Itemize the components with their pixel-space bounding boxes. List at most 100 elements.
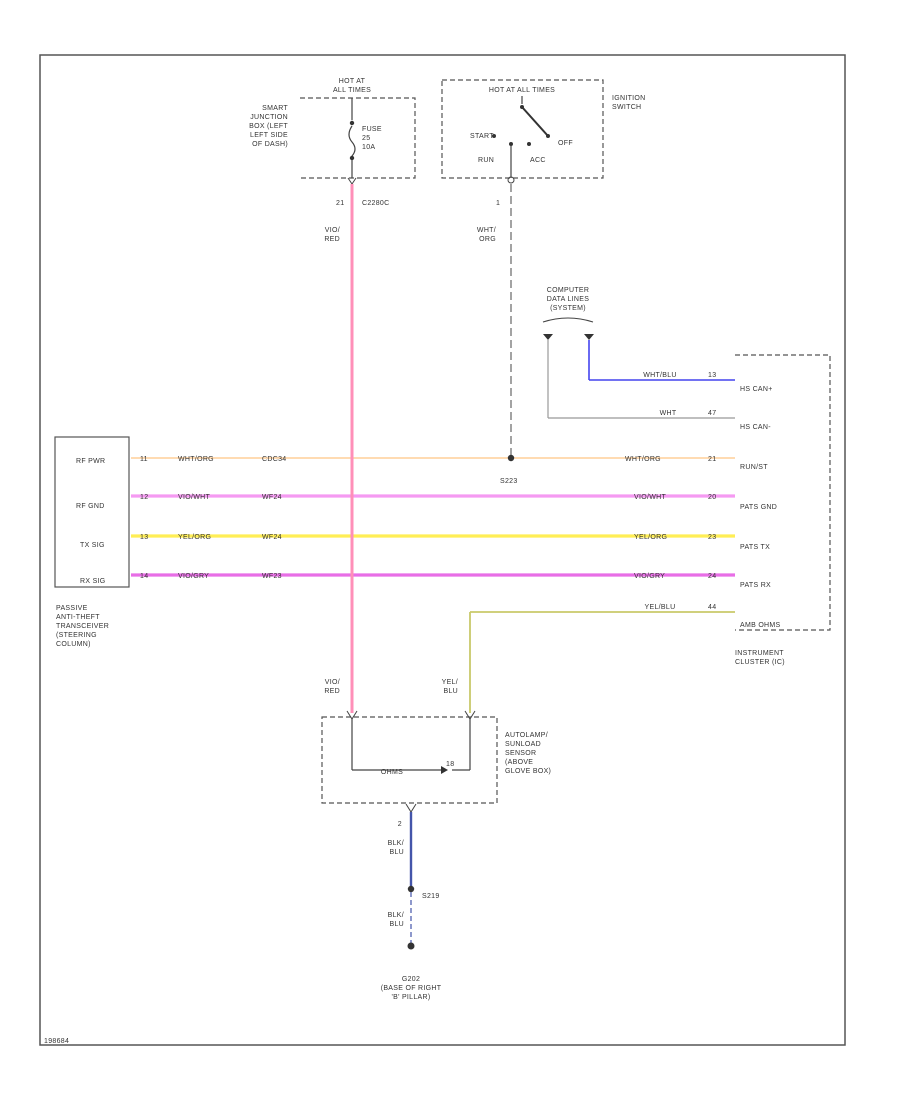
ignition-pos-off: OFF [558,140,573,147]
cluster-pin-amb-ohms: AMB OHMS [740,622,781,629]
wire-3-right-color: YEL/ORG [634,534,667,541]
cluster-pin-hs-can-plus: HS CAN+ [740,386,773,393]
wire-3-right-pin: 23 [708,534,716,541]
wire-1-right-pin: 21 [708,456,716,463]
wire-2-left-pin: 12 [140,494,148,501]
ignition-wire-color-1: WHT/ [477,227,496,234]
ignition-pos-start: START [470,133,494,140]
diagram-code: 198684 [44,1038,69,1045]
sjb-location-2: JUNCTION [250,114,288,121]
cluster-pin-hs-can-minus: HS CAN- [740,424,771,431]
fuse-block: HOT AT ALL TIMES SMART JUNCTION BOX (LEF… [249,78,416,243]
ground-wire2-color-2: BLU [389,921,404,928]
transceiver-name-1: PASSIVE [56,605,88,612]
cluster-name-2: CLUSTER (IC) [735,659,785,666]
diagram-frame [39,54,846,1046]
data-lines-name-3: (SYSTEM) [550,305,586,312]
sensor-name-5: GLOVE BOX) [505,768,551,775]
transceiver-name-3: TRANSCEIVER [56,623,109,630]
ground-wire2-color-1: BLK/ [388,912,404,919]
can-minus-pin: 47 [708,410,716,417]
ground-pin: 2 [398,821,402,828]
splice-s219-label: S219 [422,893,440,900]
splice-s223 [507,454,515,462]
sjb-location-3: BOX (LEFT [249,123,288,130]
ground-point-label: G202 [402,976,420,983]
wire-1-right-color: WHT/ORG [625,456,661,463]
wire-4-circuit: WF23 [262,573,282,580]
sensor-wire-left-1: VIO/ [325,679,340,686]
ignition-name-2: SWITCH [612,104,641,111]
wire-4-left-color: VIO/GRY [178,573,209,580]
fuse-wire-color-1: VIO/ [325,227,340,234]
transceiver-name-2: ANTI-THEFT [56,614,100,621]
cluster-pin-pats-tx: PATS TX [740,544,770,551]
sjb-location-4: LEFT SIDE [250,132,288,139]
sensor-name-3: SENSOR [505,750,536,757]
sensor-wire-right-1: YEL/ [442,679,458,686]
ground-location-1: (BASE OF RIGHT [381,985,442,992]
fuse-hot-label-2: ALL TIMES [333,87,371,94]
wire-1-circuit: CDC34 [262,456,286,463]
ignition-pos-acc: ACC [530,157,546,164]
wire-2-circuit: WF24 [262,494,282,501]
sensor-inner-label: OHMS [381,769,403,776]
data-line-plus-arrow [584,334,594,340]
ignition-switch: HOT AT ALL TIMES IGNITION SWITCH START R… [441,79,645,243]
fuse-connector: C2280C [362,200,389,207]
fuse-hot-label-1: HOT AT [339,78,366,85]
cluster-pin-pats-rx: PATS RX [740,582,771,589]
sensor-wire-left-2: RED [324,688,340,695]
cluster-name-1: INSTRUMENT [735,650,784,657]
data-lines-name-2: DATA LINES [547,296,589,303]
svg-text:HOT AT: HOT AT [339,78,366,85]
wire-4-right-color: VIO/GRY [634,573,665,580]
sensor-wire-right-2: BLU [443,688,458,695]
sensor-inner-pin: 18 [446,761,454,768]
can-plus-wire-label: WHT/BLU [643,372,677,379]
wire-3-circuit: WF24 [262,534,282,541]
cluster-pin-run-st: RUN/ST [740,464,768,471]
transceiver: RF PWR RF GND TX SIG RX SIG PASSIVE ANTI… [54,436,130,648]
sensor-name-2: SUNLOAD [505,741,541,748]
transceiver-pin-rx-sig: RX SIG [80,578,106,585]
wire-1-left-color: WHT/ORG [178,456,214,463]
fuse-number: 25 [362,135,370,142]
splice-s223-label: S223 [500,478,518,485]
instrument-cluster: HS CAN+ HS CAN- RUN/ST PATS GND PATS TX … [735,354,831,666]
transceiver-pin-tx-sig: TX SIG [80,542,105,549]
transceiver-pin-rf-gnd: RF GND [76,503,105,510]
sjb-location-5: OF DASH) [252,141,288,148]
autolamp-sensor: VIO/ RED YEL/ BLU OHMS 18 AUTOLAMP/ SUNL… [321,679,551,804]
ground-wire1-color-2: BLU [389,849,404,856]
ignition-pos-run: RUN [478,157,494,164]
sensor-name-1: AUTOLAMP/ [505,732,548,739]
wire-4-right-pin: 24 [708,573,716,580]
ignition-pin: 1 [496,200,500,207]
amb-wire-pin: 44 [708,604,716,611]
data-line-minus-arrow [543,334,553,340]
pats-wires: 11 WHT/ORG CDC34 WHT/ORG 21 12 VIO/WHT W… [131,454,735,580]
fuse-wire-color-2: RED [324,236,340,243]
wire-4-left-pin: 14 [140,573,148,580]
sensor-name-4: (ABOVE [505,759,533,766]
wire-1-left-pin: 11 [140,456,148,463]
transceiver-pin-rf-pwr: RF PWR [76,458,105,465]
ignition-hot-label: HOT AT ALL TIMES [489,87,555,94]
wire-2-right-color: VIO/WHT [634,494,666,501]
data-lines-name-1: COMPUTER [547,287,589,294]
wire-3-left-pin: 13 [140,534,148,541]
can-plus-pin: 13 [708,372,716,379]
svg-text:ALL TIMES: ALL TIMES [333,87,371,94]
wire-2-right-pin: 20 [708,494,716,501]
cluster-pin-pats-gnd: PATS GND [740,504,777,511]
wire-3-left-color: YEL/ORG [178,534,211,541]
sjb-location-1: SMART [262,105,288,112]
amb-wire-label: YEL/BLU [645,604,676,611]
fuse-pin: 21 [336,200,344,207]
data-lines: COMPUTER DATA LINES (SYSTEM) WHT/BLU 13 … [542,287,735,419]
fuse-rating: 10A [362,144,375,151]
transceiver-name-5: COLUMN) [56,641,91,648]
ignition-wire-color-2: ORG [479,236,496,243]
